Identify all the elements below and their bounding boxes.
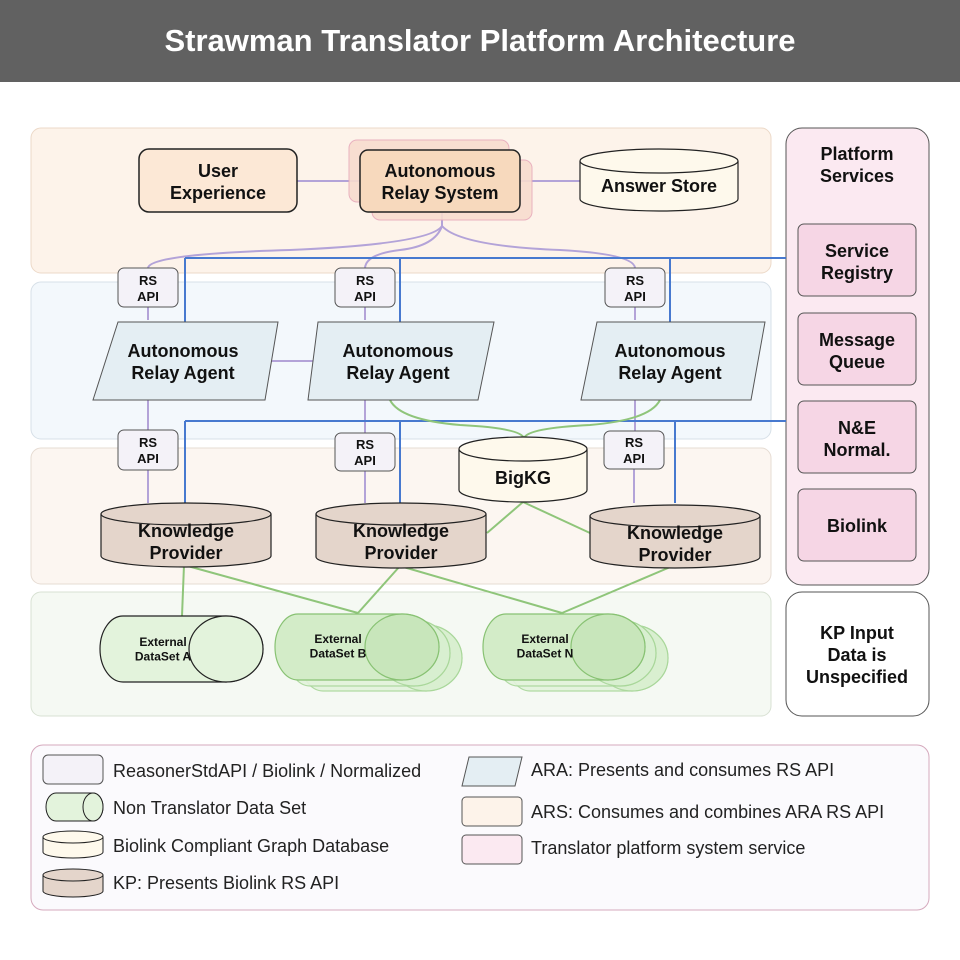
legend-swatch-platform xyxy=(461,834,523,865)
legend-label: ARS: Consumes and combines ARA RS API xyxy=(531,802,884,822)
legend-item-kp: KP: Presents Biolink RS API xyxy=(42,868,339,898)
biolink-box[interactable]: Biolink xyxy=(797,488,917,562)
legend-swatch-ars xyxy=(461,796,523,827)
legend-label: ARA: Presents and consumes RS API xyxy=(531,760,834,780)
bigkg-label: BigKG xyxy=(495,468,551,488)
legend-label: ReasonerStdAPI / Biolink / Normalized xyxy=(113,761,421,781)
legend-label: Biolink Compliant Graph Database xyxy=(113,836,389,856)
page-title: Strawman Translator Platform Architectur… xyxy=(0,0,960,82)
legend-item-ara: ARA: Presents and consumes RS API xyxy=(461,756,834,787)
answer-store-cylinder[interactable]: Answer Store xyxy=(579,148,739,212)
legend-label: KP: Presents Biolink RS API xyxy=(113,873,339,893)
legend-item-rs-api: ReasonerStdAPI / Biolink / Normalized xyxy=(42,754,421,785)
legend-item-graph-db: Biolink Compliant Graph Database xyxy=(42,830,389,859)
answer-store-label: Answer Store xyxy=(601,176,717,196)
legend-panel xyxy=(30,744,930,911)
green-connectors xyxy=(181,399,676,617)
blue-connectors xyxy=(184,257,786,503)
legend-label: Translator platform system service xyxy=(531,838,805,858)
biolink-label: Biolink xyxy=(827,516,888,536)
legend-label: Non Translator Data Set xyxy=(113,798,306,818)
legend-item-dataset: Non Translator Data Set xyxy=(45,792,306,822)
legend-swatch-ara xyxy=(461,756,523,787)
legend-swatch-rs-api xyxy=(42,754,104,785)
legend-item-platform: Translator platform system service xyxy=(461,834,805,865)
legend-item-ars: ARS: Consumes and combines ARA RS API xyxy=(461,796,884,827)
kp-input-note-box xyxy=(785,591,930,717)
bigkg-cylinder[interactable]: BigKG xyxy=(458,436,588,503)
